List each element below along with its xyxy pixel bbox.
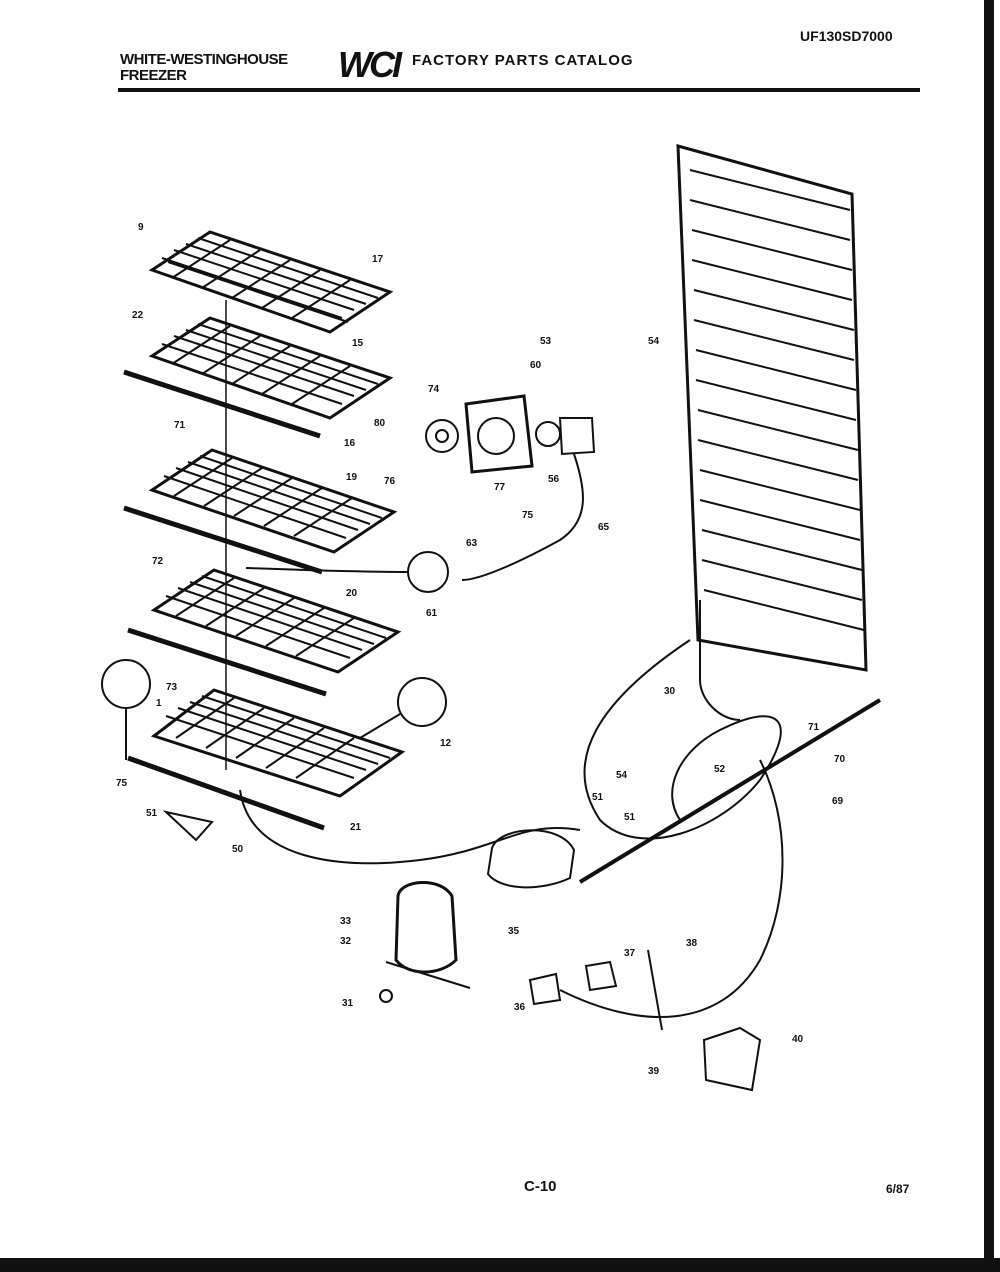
callout-label: 20 (346, 588, 358, 599)
product-name: FREEZER (120, 67, 187, 84)
catalog-title: FACTORY PARTS CATALOG (412, 52, 634, 69)
callout-label: 70 (834, 754, 846, 765)
callout-label: 63 (466, 538, 478, 549)
callout-labels: 9 17 22 15 71 16 19 72 20 73 1 12 75 51 … (116, 222, 846, 1077)
callout-label: 39 (648, 1066, 660, 1077)
catalog-date: 6/87 (886, 1182, 910, 1196)
callout-label: 72 (152, 556, 164, 567)
callout-label: 12 (440, 738, 452, 749)
callout-label: 40 (792, 1034, 804, 1045)
shelf-15 (123, 316, 394, 439)
callout-label: 21 (350, 822, 362, 833)
compressor (379, 881, 471, 1003)
callout-label: 15 (352, 338, 364, 349)
callout-label: 54 (616, 770, 628, 781)
callout-label: 35 (508, 926, 520, 937)
callout-label: 51 (592, 792, 604, 803)
shelf-17 (148, 230, 394, 334)
callout-label: 69 (832, 796, 844, 807)
thermostat-63 (407, 551, 449, 593)
callout-label: 16 (344, 438, 356, 449)
callout-label: 74 (428, 384, 440, 395)
callout-label: 75 (522, 510, 534, 521)
shelf-20 (127, 568, 402, 697)
callout-label: 30 (664, 686, 676, 697)
wci-logo: WCI (338, 44, 402, 85)
scan-border-right (984, 0, 994, 1272)
callout-label: 56 (548, 474, 560, 485)
cover-39 (702, 1026, 762, 1092)
callout-label: 80 (374, 418, 386, 429)
callout-label: 31 (342, 998, 354, 1009)
shelf-19 (123, 448, 398, 575)
callout-label: 22 (132, 310, 144, 321)
callout-label: 1 (156, 698, 162, 709)
callout-label: 65 (598, 522, 610, 533)
callout-label: 17 (372, 254, 384, 265)
fan-motor-assembly (425, 394, 596, 581)
brand-name: WHITE-WESTINGHOUSE (120, 51, 288, 68)
scan-border-bottom (0, 1258, 1000, 1272)
callout-label: 73 (166, 682, 178, 693)
callout-label: 19 (346, 472, 358, 483)
callout-label: 60 (530, 360, 542, 371)
callout-label: 76 (384, 476, 396, 487)
callout-label: 52 (714, 764, 726, 775)
callout-label: 51 (624, 812, 636, 823)
page-number: C-10 (524, 1178, 557, 1195)
callout-label: 38 (686, 938, 698, 949)
detail-circle-1 (101, 659, 151, 709)
callout-label: 77 (494, 482, 506, 493)
detail-circle-12 (397, 677, 447, 727)
header-rule (118, 88, 920, 92)
callout-label: 36 (514, 1002, 526, 1013)
callout-label: 33 (340, 916, 352, 927)
callout-label: 51 (146, 808, 158, 819)
callout-label: 71 (174, 420, 186, 431)
callout-label: 75 (116, 778, 128, 789)
condenser-panel-34 (676, 144, 868, 721)
header-brand: WHITE-WESTINGHOUSE FREEZER (120, 52, 288, 84)
callout-label: 71 (808, 722, 820, 733)
model-number: UF130SD7000 (800, 28, 893, 44)
callout-label: 37 (624, 948, 636, 959)
shelf-21 (127, 688, 406, 831)
callout-label: 54 (648, 336, 660, 347)
callout-label: 50 (232, 844, 244, 855)
callout-label: 9 (138, 222, 144, 233)
callout-label: 32 (340, 936, 352, 947)
callout-label: 61 (426, 608, 438, 619)
callout-label: 53 (540, 336, 552, 347)
